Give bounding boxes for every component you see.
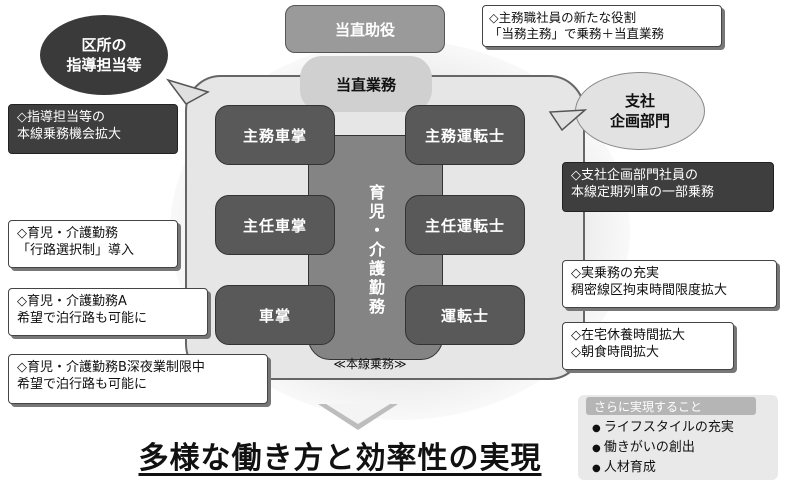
right-callout-rest: ◇在宅休養時間拡大 ◇朝食時間拡大 [562,322,734,370]
right-callout-planning: ◇支社企画部門社員の 本線定期列車の一部乗務 [562,162,774,212]
left-callout-instructor-line2: 本線乗務機会拡大 [17,127,122,142]
branch-planning-line2: 企画部門 [609,112,670,130]
right-callout-duty: ◇実乗務の充実 稠密線区拘束時間限度拡大 [562,260,777,308]
childcare-work-label: 育児・介護勤務 [366,183,385,317]
role-senior-driver-label: 主任運転士 [424,216,505,235]
district-instructor-ellipse: 区所の 指導担当等 [40,15,168,95]
duty-work-label: 当直業務 [335,75,396,94]
role-callout-line1: ◇主務職社員の新たな役割 [489,10,637,25]
left-callout-childcare-b-line2: 希望で泊行路も可能に [17,377,148,392]
role-callout: ◇主務職社員の新たな役割 「当務主務」で乗務＋当直業務 [482,5,722,47]
district-instructor-line2: 指導担当等 [66,56,142,74]
left-callout-childcare-b: ◇育児・介護勤務B深夜業制限中 希望で泊行路も可能に [8,354,268,404]
district-instructor-line1: 区所の [81,36,127,54]
down-arrow-inner [326,404,390,424]
right-callout-rest-line1: ◇在宅休養時間拡大 [571,328,685,343]
left-callout-route-select: ◇育児・介護勤務 「行路選択制」導入 [8,220,178,268]
left-callout-childcare-a: ◇育児・介護勤務A 希望で泊行路も可能に [8,288,208,336]
further-item: 人材育成 [592,458,777,478]
right-callout-duty-line1: ◇実乗務の充実 [571,266,659,281]
further-title: さらに実現すること [586,397,756,415]
right-callout-rest-line2: ◇朝食時間拡大 [571,345,659,360]
left-callout-route-select-line2: 「行路選択制」導入 [17,243,135,258]
left-callout-route-select-line1: ◇育児・介護勤務 [17,226,118,241]
role-chief-conductor: 主務車掌 [215,105,335,165]
right-arrow-head [548,109,588,132]
left-arrow-head [166,78,210,105]
left-callout-childcare-a-line2: 希望で泊行路も可能に [17,311,148,326]
further-item: 働きがいの創出 [592,438,777,458]
duty-assistant-label: 当直助役 [334,20,395,39]
right-callout-duty-line2: 稠密線区拘束時間限度拡大 [571,283,728,298]
further-item: ライフスタイルの充実 [592,418,777,438]
role-conductor-label: 車掌 [258,306,291,325]
right-callout-planning-line1: ◇支社企画部門社員の [571,168,698,183]
left-callout-childcare-b-line1: ◇育児・介護勤務B深夜業制限中 [17,360,205,375]
role-chief-driver-label: 主務運転士 [424,126,505,145]
role-callout-line2: 「当務主務」で乗務＋当直業務 [489,26,665,41]
branch-planning-line1: 支社 [624,92,655,110]
branch-planning-ellipse: 支社 企画部門 [575,72,705,150]
role-senior-conductor-label: 主任車掌 [242,216,307,235]
duty-assistant-box: 当直助役 [285,5,445,53]
left-callout-instructor: ◇指導担当等の 本線乗務機会拡大 [8,104,178,154]
mainline-caption: ≪本線乗務≫ [333,357,407,371]
further-list: ライフスタイルの充実 働きがいの創出 人材育成 [592,418,777,478]
role-conductor: 車掌 [215,285,335,345]
duty-work-box: 当直業務 [300,56,432,112]
headline: 多様な働き方と効率性の実現 [138,441,542,476]
role-chief-conductor-label: 主務車掌 [242,126,307,145]
role-senior-driver: 主任運転士 [405,195,525,255]
role-chief-driver: 主務運転士 [405,105,525,165]
left-callout-childcare-a-line1: ◇育児・介護勤務A [17,294,127,309]
right-callout-planning-line2: 本線定期列車の一部乗務 [571,185,715,200]
role-driver: 運転士 [405,285,525,345]
left-callout-instructor-line1: ◇指導担当等の [17,110,105,125]
role-driver-label: 運転士 [440,306,489,325]
role-senior-conductor: 主任車掌 [215,195,335,255]
